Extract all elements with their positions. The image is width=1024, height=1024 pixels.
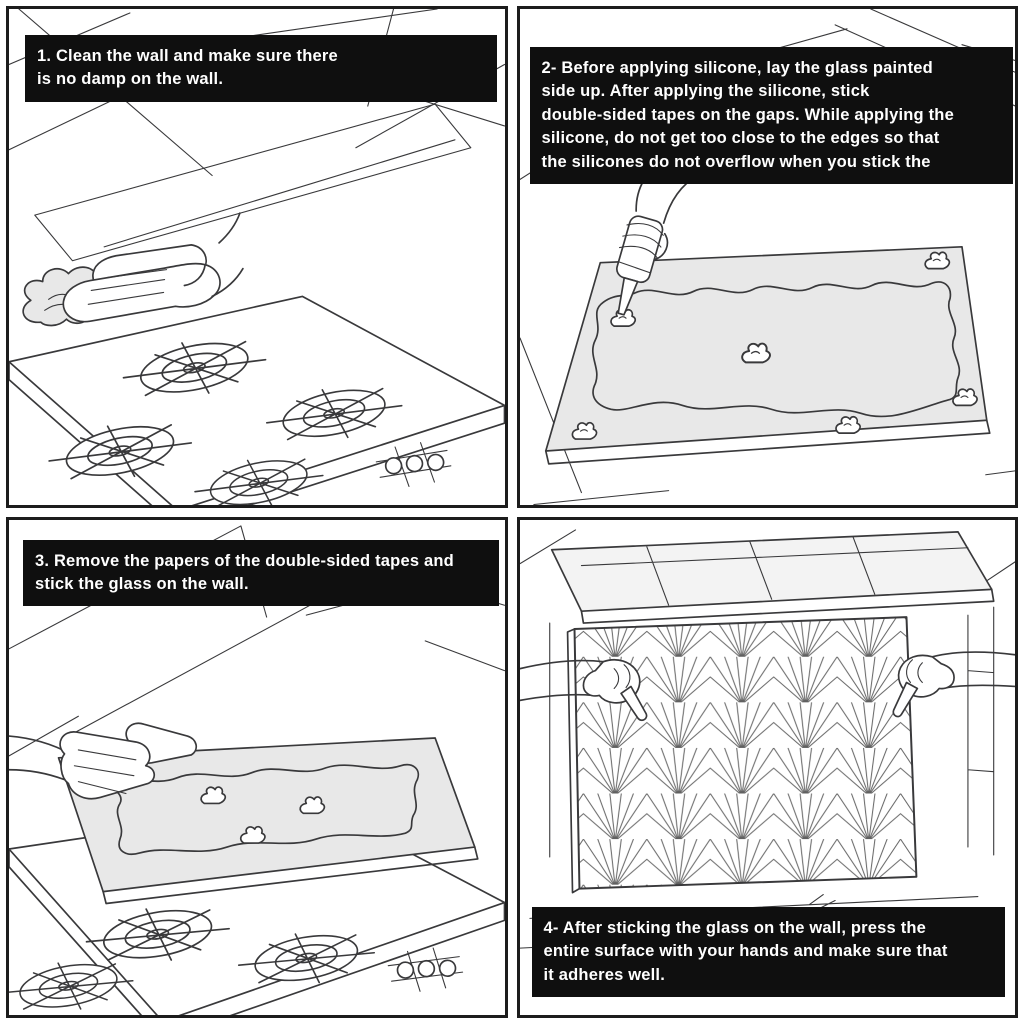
step-2-panel: 2- Before applying silicone, lay the gla… — [516, 6, 1018, 508]
step-3-caption: 3. Remove the papers of the double-sided… — [23, 539, 499, 607]
step-3-caption-text: 3. Remove the papers of the double-sided… — [35, 551, 454, 593]
control-knobs-sketch — [375, 442, 452, 487]
pressing-hand-left-sketch — [519, 658, 647, 721]
step-2-illustration — [519, 9, 1015, 505]
glass-panel-sketch — [57, 736, 479, 904]
holding-hands-sketch — [9, 721, 198, 799]
silicone-bottle-sketch — [615, 156, 699, 316]
step-4-caption: 4- After sticking the glass on the wall,… — [531, 906, 1005, 997]
wiping-hands-sketch — [62, 212, 244, 323]
silicone-bead-sketch — [102, 763, 420, 855]
silicone-bead-sketch — [591, 281, 960, 418]
step-3-illustration — [9, 524, 505, 1015]
step-2-caption-text: 2- Before applying silicone, lay the gla… — [541, 59, 954, 171]
control-knobs-sketch — [387, 946, 464, 992]
step-1-panel: 1. Clean the wall and make sure there is… — [6, 6, 508, 508]
step-4-illustration — [519, 528, 1015, 949]
range-hood-sketch — [550, 530, 995, 624]
step-3-panel: 3. Remove the papers of the double-sided… — [6, 516, 508, 1018]
step-1-illustration — [9, 9, 505, 505]
patterned-glass-sketch — [566, 615, 917, 893]
step-1-caption-text: 1. Clean the wall and make sure there is… — [37, 47, 338, 89]
step-1-caption: 1. Clean the wall and make sure there is… — [25, 35, 497, 102]
step-4-caption-text: 4- After sticking the glass on the wall,… — [543, 918, 948, 984]
step-4-panel: 4- After sticking the glass on the wall,… — [516, 516, 1018, 1018]
pressing-hand-right-sketch — [891, 650, 1015, 717]
step-2-caption: 2- Before applying silicone, lay the gla… — [529, 47, 1013, 185]
gas-cooktop-sketch — [9, 295, 505, 505]
